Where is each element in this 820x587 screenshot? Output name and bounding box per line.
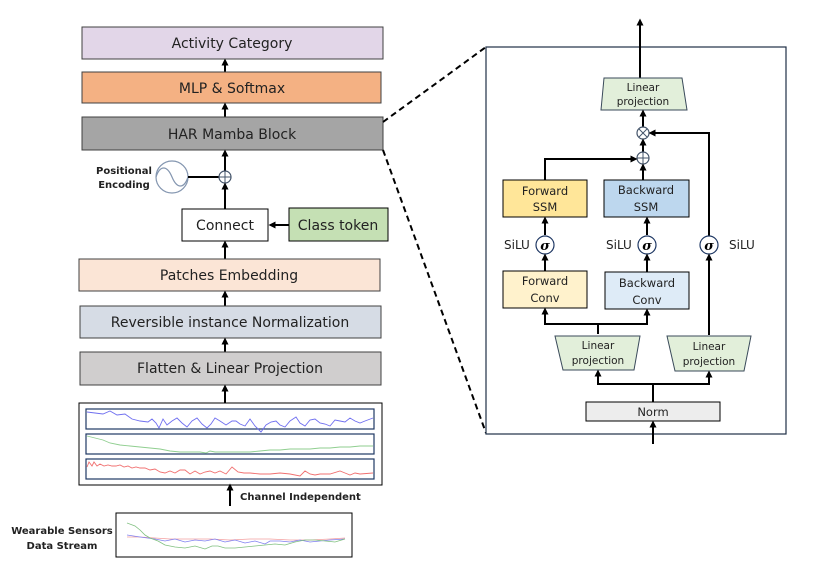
channel-series-panel xyxy=(78,402,383,486)
arrow-lproj-to-fconv xyxy=(541,307,599,334)
mlp-softmax-label: MLP & Softmax xyxy=(179,81,285,97)
channel-independent-label: Channel Independent xyxy=(240,492,361,503)
patches-embedding-box: Patches Embedding xyxy=(78,258,381,292)
positional-encoding-icon xyxy=(155,160,189,194)
positional-encoding-label-1: Positional xyxy=(96,166,152,177)
har-mamba-block-label: HAR Mamba Block xyxy=(168,127,297,143)
series-line-red xyxy=(86,461,374,477)
arrow-norm-to-rproj xyxy=(653,370,713,385)
left-projection-label-2: projection xyxy=(572,355,624,367)
flatten-projection-box: Flatten & Linear Projection xyxy=(79,351,382,386)
backward-ssm-label-1: Backward xyxy=(618,183,674,197)
activity-category-label: Activity Category xyxy=(172,36,293,52)
connect-box: Connect xyxy=(181,208,269,242)
left-projection-label-1: Linear xyxy=(582,340,615,352)
backward-conv-box: Backward Conv xyxy=(604,271,690,310)
arrow-norm-to-lproj xyxy=(594,369,654,402)
forward-conv-label-2: Conv xyxy=(530,291,559,305)
raw-sensor-stream-plot xyxy=(115,512,353,558)
top-projection-label-1: Linear xyxy=(627,82,660,94)
sensors-label-2: Data Stream xyxy=(27,541,98,552)
arrow-forward-ssm-to-add xyxy=(544,155,638,180)
revin-label: Reversible instance Normalization xyxy=(111,315,349,331)
flatten-projection-label: Flatten & Linear Projection xyxy=(137,361,323,377)
add-operator-icon xyxy=(218,170,232,184)
silu-label-backward: SiLU xyxy=(606,238,632,252)
activity-category-box: Activity Category xyxy=(81,26,384,60)
right-projection-label-1: Linear xyxy=(693,341,726,353)
forward-ssm-label-2: SSM xyxy=(533,200,558,214)
left-linear-projection: Linear projection xyxy=(554,335,641,371)
class-token-label: Class token xyxy=(298,218,378,234)
norm-box: Norm xyxy=(585,401,721,422)
backward-conv-label-1: Backward xyxy=(619,276,675,290)
class-token-box: Class token xyxy=(288,207,389,242)
silu-label-forward: SiLU xyxy=(504,238,530,252)
right-linear-projection: Linear projection xyxy=(666,335,752,372)
multiply-operator-icon xyxy=(636,126,650,140)
raw-series-green xyxy=(126,522,346,550)
channel-plot-blue xyxy=(85,408,375,430)
top-projection-label-2: projection xyxy=(617,96,669,108)
zoom-line-bottom xyxy=(382,149,487,434)
forward-ssm-box: Forward SSM xyxy=(502,179,588,218)
sensors-label-1: Wearable Sensors xyxy=(11,526,113,537)
revin-box: Reversible instance Normalization xyxy=(79,305,382,339)
forward-conv-label-1: Forward xyxy=(522,274,568,288)
connect-label: Connect xyxy=(196,218,254,234)
sigma-activation-icon-backward: σ xyxy=(637,235,657,255)
add-operator-icon-detail xyxy=(636,151,650,165)
series-line-green xyxy=(86,435,373,454)
zoom-line-top xyxy=(382,46,487,123)
backward-conv-label-2: Conv xyxy=(632,293,661,307)
series-line-blue xyxy=(86,410,374,433)
forward-ssm-label-1: Forward xyxy=(522,184,568,198)
backward-ssm-box: Backward SSM xyxy=(603,179,690,218)
silu-label-gate: SiLU xyxy=(729,238,755,252)
sigma-symbol: σ xyxy=(704,239,714,254)
raw-series-blue xyxy=(126,534,346,545)
channel-plot-green xyxy=(85,433,375,455)
har-mamba-block-box[interactable]: HAR Mamba Block xyxy=(81,116,384,151)
forward-conv-box: Forward Conv xyxy=(502,270,588,309)
norm-label: Norm xyxy=(637,405,668,419)
backward-ssm-label-2: SSM xyxy=(634,200,659,214)
arrow-gate-to-mul xyxy=(648,129,710,236)
sigma-symbol: σ xyxy=(642,239,652,254)
mlp-softmax-box: MLP & Softmax xyxy=(81,71,382,104)
sigma-activation-icon-forward: σ xyxy=(535,235,555,255)
patches-embedding-label: Patches Embedding xyxy=(160,268,298,284)
arrow-lproj-to-bconv xyxy=(598,308,651,325)
top-linear-projection: Linear projection xyxy=(600,77,688,111)
positional-encoding-label-2: Encoding xyxy=(98,180,150,191)
sigma-symbol: σ xyxy=(540,239,550,254)
sigma-activation-icon-gate: σ xyxy=(699,235,719,255)
right-projection-label-2: projection xyxy=(683,356,735,368)
